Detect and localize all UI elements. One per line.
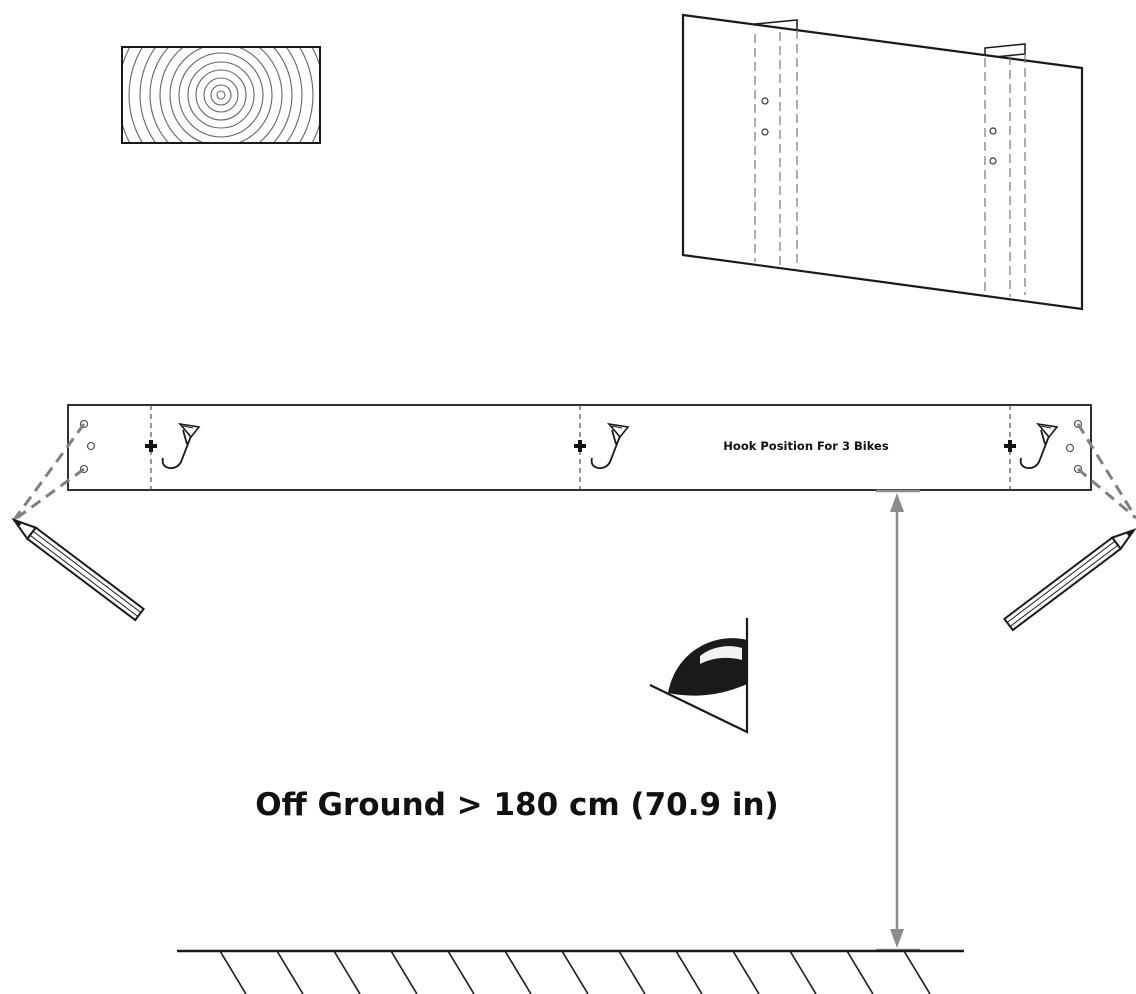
crosshair-icon bbox=[1004, 440, 1016, 452]
wood-grain-cross-section bbox=[121, 46, 321, 144]
crosshair-icon bbox=[574, 440, 586, 452]
arrow-up-icon bbox=[890, 493, 904, 512]
wood-board-outline bbox=[121, 46, 321, 144]
arrow-down-icon bbox=[890, 929, 904, 948]
ground-line bbox=[177, 949, 964, 994]
height-dimension bbox=[876, 489, 920, 952]
rail-label: Hook Position For 3 Bikes bbox=[723, 439, 889, 453]
wall-panel-with-studs bbox=[681, 13, 1084, 311]
hidden-studs bbox=[754, 30, 1026, 297]
right-pencil-marking bbox=[1003, 423, 1136, 632]
crosshair-icon bbox=[145, 440, 157, 452]
hook-position-crosshairs bbox=[145, 440, 1016, 452]
mounting-rail: Hook Position For 3 Bikes bbox=[67, 404, 1092, 491]
ground-hatching bbox=[219, 950, 931, 994]
pencil-icon bbox=[1003, 528, 1136, 632]
eye-level-icon bbox=[649, 618, 749, 734]
wood-grain-rings bbox=[122, 47, 320, 143]
height-requirement-label: Off Ground > 180 cm (70.9 in) bbox=[255, 787, 778, 823]
stud-screw-holes bbox=[761, 97, 997, 165]
pencil-guide-lines bbox=[1076, 423, 1136, 520]
pencil-icon bbox=[11, 518, 145, 622]
pencil-guide-lines bbox=[12, 423, 86, 522]
left-pencil-marking bbox=[11, 423, 145, 622]
wall-panel bbox=[681, 13, 1084, 311]
